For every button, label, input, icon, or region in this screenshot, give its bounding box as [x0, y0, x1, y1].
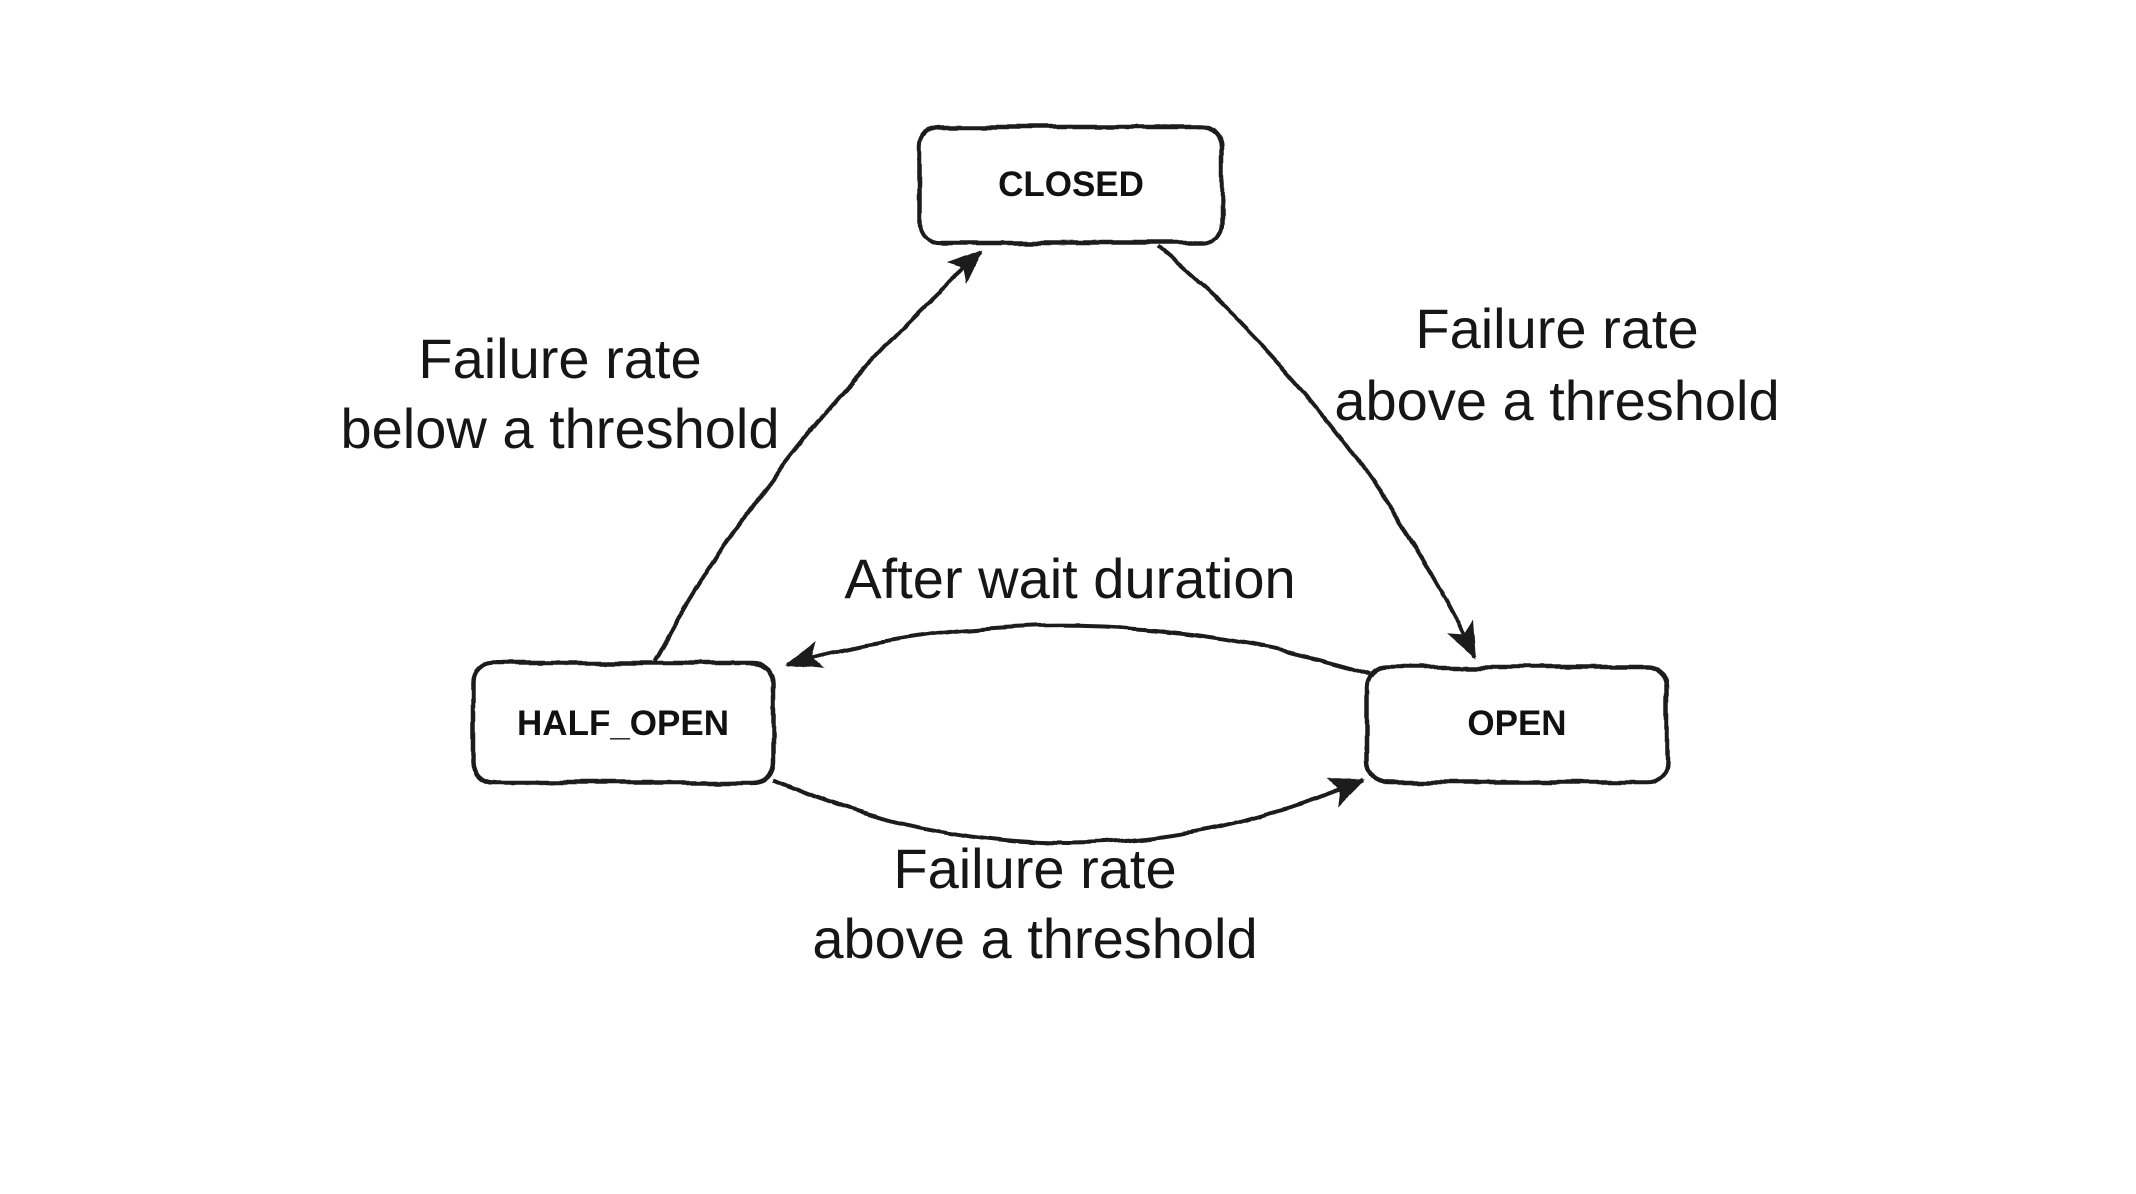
state-box-half-open: [470, 660, 776, 785]
state-box-closed: [917, 124, 1225, 246]
transition-label-line: Failure rate: [893, 837, 1176, 900]
state-label-closed: CLOSED: [998, 165, 1144, 204]
transition-label-line: above a threshold: [812, 907, 1257, 970]
transition-label-closed-to-open: Failure rate above a threshold: [1334, 297, 1779, 432]
transition-label-line: Failure rate: [418, 327, 701, 390]
transition-closed-to-open-arrow: [1156, 245, 1478, 658]
transition-label-open-to-half-open: After wait duration: [844, 547, 1295, 610]
transition-label-line: below a threshold: [341, 397, 780, 460]
state-label-half-open: HALF_OPEN: [517, 704, 729, 743]
transition-half-open-to-open-arrow: [771, 778, 1365, 846]
state-label-open: OPEN: [1467, 704, 1566, 743]
transition-label-line: After wait duration: [844, 547, 1295, 610]
transition-half-open-to-closed-arrow: [653, 250, 984, 662]
transition-label-half-open-to-open: Failure rate above a threshold: [812, 837, 1257, 970]
transition-open-to-half-open-arrow: [786, 623, 1371, 675]
transition-label-line: above a threshold: [1334, 369, 1779, 432]
transition-label-half-open-to-closed: Failure rate below a threshold: [341, 327, 780, 460]
state-box-open: [1364, 664, 1670, 785]
transition-label-line: Failure rate: [1415, 297, 1698, 360]
